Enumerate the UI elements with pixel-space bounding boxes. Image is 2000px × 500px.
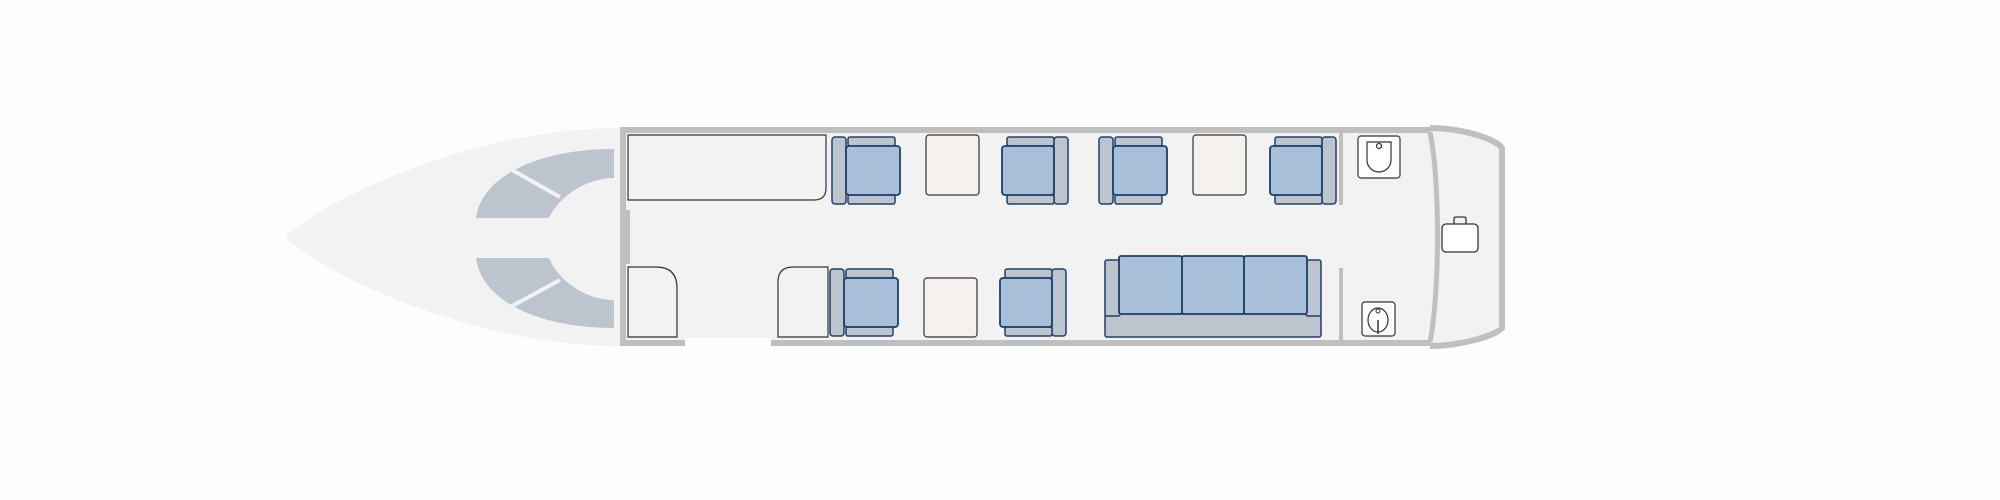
forward-closet: [627, 266, 678, 338]
entry-door: [685, 338, 771, 346]
table-lower: [923, 277, 978, 338]
luggage-icon: [1441, 216, 1479, 253]
toilet-icon: [1361, 301, 1396, 337]
seat-upper-4[interactable]: [1269, 136, 1337, 205]
divan-seat-2[interactable]: [1181, 255, 1245, 315]
divan-seat-3[interactable]: [1243, 255, 1308, 315]
table-right: [1192, 134, 1247, 196]
cockpit-seat-lower: [476, 258, 614, 328]
seat-lower-1[interactable]: [829, 268, 899, 337]
cockpit-seating: [476, 149, 614, 328]
sink-icon: [1357, 135, 1401, 179]
table-left: [925, 134, 980, 196]
seat-upper-1[interactable]: [831, 136, 901, 205]
divan-seat-1[interactable]: [1118, 255, 1183, 315]
cockpit-seat-upper: [476, 149, 614, 218]
cabin-walls: [620, 125, 1505, 349]
divan-sofa[interactable]: [1104, 255, 1322, 338]
seat-upper-2[interactable]: [1001, 136, 1069, 205]
forward-galley: [627, 134, 827, 201]
seat-lower-2[interactable]: [999, 268, 1067, 337]
side-cabinet: [777, 266, 829, 338]
seat-upper-3[interactable]: [1098, 136, 1168, 205]
